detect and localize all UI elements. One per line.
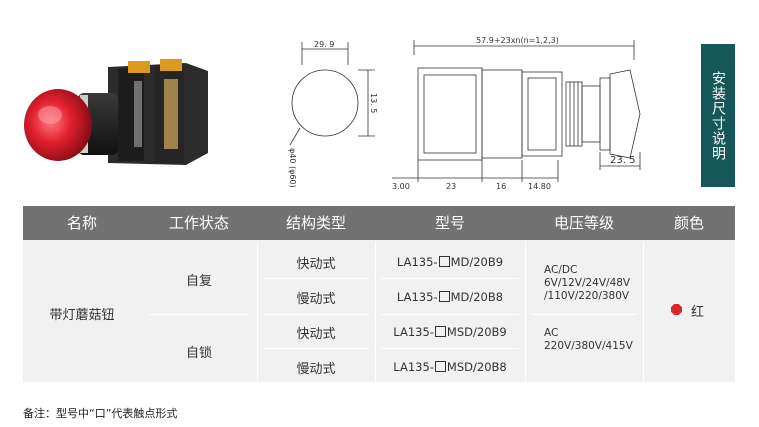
column-divider xyxy=(643,242,644,382)
installation-size-tab[interactable]: 安装尺寸说明 xyxy=(701,44,735,187)
contact-placeholder-box xyxy=(438,256,450,267)
row-divider xyxy=(531,314,637,315)
header-type: 结构类型 xyxy=(285,214,346,232)
row-divider xyxy=(263,314,369,315)
type-cell: 快动式 xyxy=(296,257,336,272)
color-label: 红 xyxy=(691,305,705,320)
voltage-line: AC/DC xyxy=(544,264,578,276)
header-color: 颜色 xyxy=(673,214,704,232)
row-divider xyxy=(381,278,519,279)
contact-placeholder-box xyxy=(438,291,450,302)
model-suffix: MSD/20B9 xyxy=(446,325,507,339)
side-dim-1: 3.00 xyxy=(392,182,410,191)
column-divider xyxy=(525,242,526,382)
model-suffix: MSD/20B8 xyxy=(446,360,507,374)
side-dim-2: 23 xyxy=(446,182,456,191)
front-view-drawing: 29. 9 13. 5 φ40 (φ60) xyxy=(288,40,378,188)
model-prefix: LA135- xyxy=(393,325,434,339)
row-divider xyxy=(263,278,369,279)
model-cell: LA135- MSD/20B9 xyxy=(375,325,525,339)
voltage-line: /110V/220/380V xyxy=(544,290,630,302)
side-view-drawing: 57.9+23xn(n=1,2,3) 3.00 23 16 14.80 23. … xyxy=(392,36,641,191)
model-prefix: LA135- xyxy=(393,360,434,374)
model-cell: LA135- MD/20B9 xyxy=(375,255,525,269)
type-cell: 慢动式 xyxy=(296,292,336,307)
row-divider xyxy=(381,348,519,349)
voltage-line: 6V/12V/24V/48V xyxy=(544,277,631,289)
front-height-dim: 13. 5 xyxy=(369,93,378,113)
voltage-line: AC xyxy=(544,327,559,339)
footnote: 备注：型号中“口”代表触点形式 xyxy=(23,407,178,420)
column-divider xyxy=(257,242,258,382)
product-name: 带灯蘑菇钮 xyxy=(49,308,115,323)
type-cell: 快动式 xyxy=(296,327,336,342)
product-photo xyxy=(24,59,208,165)
model-suffix: MD/20B9 xyxy=(450,255,504,269)
side-right-dim: 23. 5 xyxy=(610,155,635,166)
header-model: 型号 xyxy=(434,214,465,232)
installation-size-tab-label: 安装尺寸说明 xyxy=(710,70,726,161)
table-header: 名称 工作状态 结构类型 型号 电压等级 颜色 xyxy=(23,206,735,240)
front-width-dim: 29. 9 xyxy=(314,40,334,49)
type-cell: 慢动式 xyxy=(296,362,336,377)
model-suffix: MD/20B8 xyxy=(450,290,504,304)
row-divider xyxy=(263,348,369,349)
voltage-group-ac: AC 220V/380V/415V xyxy=(544,327,633,353)
voltage-group-acdc: AC/DC 6V/12V/24V/48V /110V/220/380V xyxy=(544,264,630,303)
header-name: 名称 xyxy=(66,214,97,232)
front-diameter-dim: φ40 (φ60) xyxy=(288,148,297,188)
model-prefix: LA135- xyxy=(396,290,438,304)
contact-placeholder-box xyxy=(434,326,446,337)
side-length-dim: 57.9+23xn(n=1,2,3) xyxy=(476,36,559,45)
voltage-line: 220V/380V/415V xyxy=(544,340,633,352)
side-dim-3: 16 xyxy=(496,182,506,191)
side-dim-4: 14.80 xyxy=(528,182,551,191)
model-prefix: LA135- xyxy=(396,255,438,269)
row-divider xyxy=(149,314,249,315)
model-cell: LA135- MD/20B8 xyxy=(375,290,525,304)
state-self-reset: 自复 xyxy=(185,274,212,289)
row-divider xyxy=(381,314,519,315)
header-state: 工作状态 xyxy=(168,214,229,232)
color-swatch-red xyxy=(671,304,682,315)
contact-placeholder-box xyxy=(434,361,446,372)
header-voltage: 电压等级 xyxy=(553,214,614,232)
spec-table: 名称 工作状态 结构类型 型号 电压等级 颜色 带灯蘑菇钮 自复 自锁 快动式 … xyxy=(23,206,735,382)
state-self-lock: 自锁 xyxy=(185,346,212,361)
column-divider xyxy=(375,242,376,382)
model-cell: LA135- MSD/20B8 xyxy=(375,360,525,374)
